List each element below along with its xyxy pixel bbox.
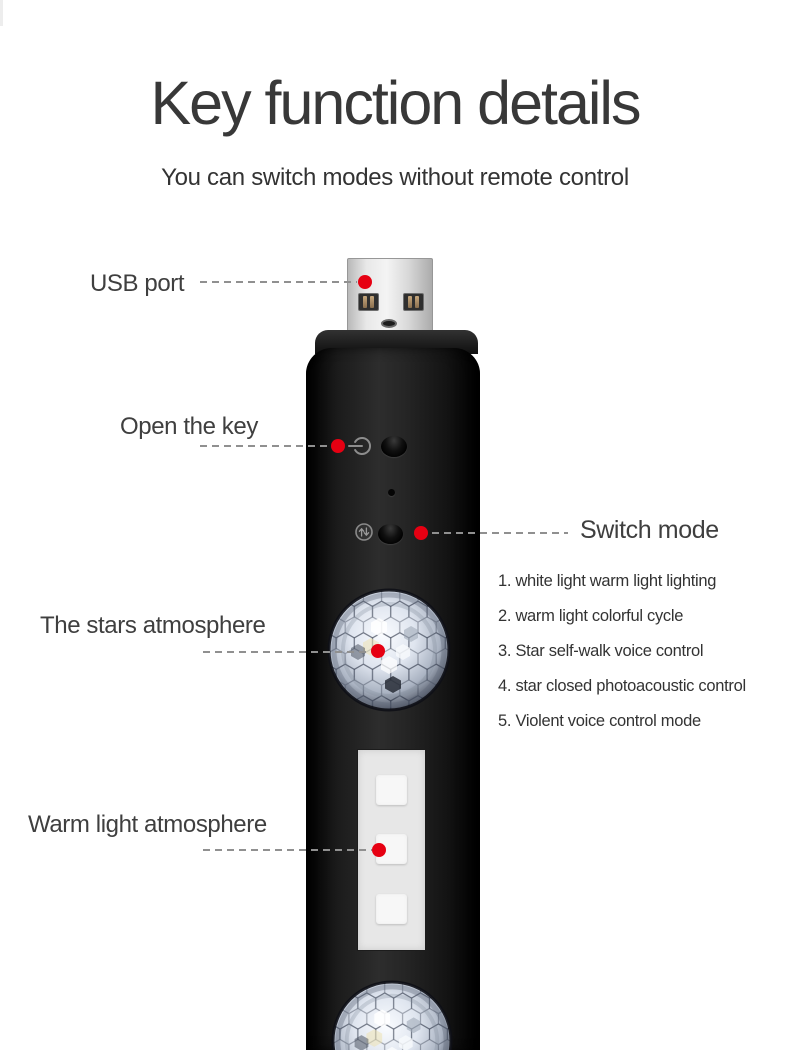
- mode-list: 1. white light warm light lighting 2. wa…: [498, 570, 746, 732]
- mode-list-item: 5. Violent voice control mode: [498, 712, 701, 730]
- mode-list-item: 1. white light warm light lighting: [498, 572, 717, 590]
- power-icon: [348, 437, 372, 455]
- callout-label-stars-atmosphere: The stars atmosphere: [40, 612, 266, 639]
- usb-pin: [407, 296, 412, 308]
- callout-label-switch-mode: Switch mode: [580, 516, 719, 544]
- usb-pin: [370, 296, 375, 308]
- usb-connector: [347, 258, 433, 332]
- disco-ball-bottom: [331, 980, 453, 1050]
- mode-list-item: 2. warm light colorful cycle: [498, 607, 684, 625]
- mode-list-item: 4. star closed photoacoustic control: [498, 677, 746, 695]
- marker-dot-warm-atmosphere: [372, 843, 386, 857]
- page-subtitle: You can switch modes without remote cont…: [161, 164, 629, 191]
- leader-line-switch-mode: [432, 532, 568, 534]
- mic-hole: [388, 489, 395, 496]
- callout-label-warm-atmosphere: Warm light atmosphere: [28, 811, 267, 838]
- usb-contact-window: [358, 293, 379, 311]
- warm-led: [376, 775, 407, 805]
- usb-pin: [362, 296, 367, 308]
- usb-latch-hole: [381, 319, 397, 328]
- marker-dot-switch-mode: [414, 526, 428, 540]
- mode-button: [378, 524, 403, 544]
- usb-contact-window: [403, 293, 424, 311]
- leader-line-usb-port: [200, 281, 357, 283]
- mode-list-item: 3. Star self-walk voice control: [498, 642, 704, 660]
- marker-dot-open-key: [331, 439, 345, 453]
- corner-artifact: [0, 0, 3, 26]
- leader-line-open-key: [200, 445, 331, 447]
- marker-dot-stars-atmosphere: [371, 644, 385, 658]
- callout-label-open-key: Open the key: [120, 413, 258, 440]
- disco-ball-top: [327, 588, 451, 712]
- leader-line-warm-atmosphere: [203, 849, 372, 851]
- usb-pin: [415, 296, 420, 308]
- marker-dot-usb-port: [358, 275, 372, 289]
- warm-led: [376, 894, 407, 924]
- page-title: Key function details: [150, 69, 642, 137]
- leader-line-stars-atmosphere: [203, 651, 371, 653]
- callout-label-usb-port: USB port: [90, 270, 185, 297]
- power-button: [381, 436, 407, 457]
- mode-switch-icon: [355, 523, 373, 541]
